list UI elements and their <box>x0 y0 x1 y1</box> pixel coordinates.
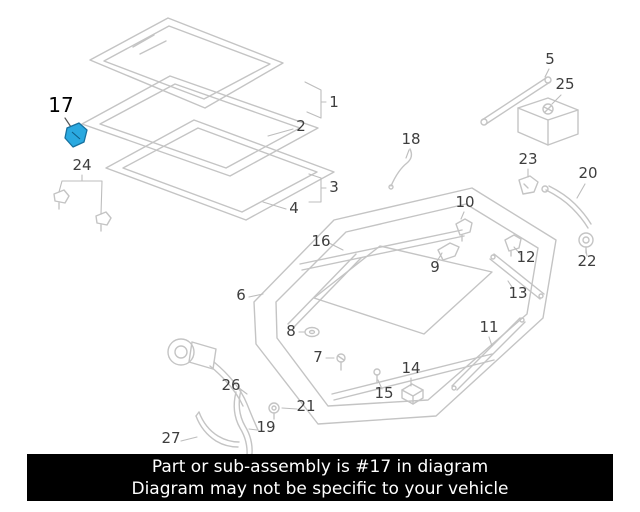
part-label-22[interactable]: 22 <box>577 252 596 270</box>
part-label-12[interactable]: 12 <box>516 248 535 266</box>
part-18-hook-wire-drawing <box>388 148 413 190</box>
part-20-drain-hose-drawing <box>541 185 592 229</box>
part-label-23[interactable]: 23 <box>518 150 537 168</box>
part-14-block-drawing <box>401 383 424 405</box>
part-label-10[interactable]: 10 <box>455 193 474 211</box>
part-label-13[interactable]: 13 <box>508 284 527 302</box>
part-label-11[interactable]: 11 <box>479 318 498 336</box>
sunshade-drawing <box>105 119 335 221</box>
part-label-7[interactable]: 7 <box>313 348 323 366</box>
highlighted-part-17[interactable] <box>64 122 88 148</box>
part-label-1[interactable]: 1 <box>329 93 339 111</box>
part-label-20[interactable]: 20 <box>578 164 597 182</box>
leader-lines <box>58 68 588 442</box>
leader-line-part-17 <box>64 117 72 128</box>
part-label-8[interactable]: 8 <box>286 322 296 340</box>
part-11-rail-drawing <box>451 317 526 391</box>
part-label-19[interactable]: 19 <box>256 418 275 436</box>
glass-panel-drawing <box>89 17 284 109</box>
part-label-4[interactable]: 4 <box>289 199 299 217</box>
part-label-24[interactable]: 24 <box>72 156 91 174</box>
part-label-9[interactable]: 9 <box>430 258 440 276</box>
part-label-17[interactable]: 17 <box>48 93 73 117</box>
part-23-clip-drawing <box>518 175 539 195</box>
part-label-27[interactable]: 27 <box>161 429 180 447</box>
part-10-clip-drawing <box>455 218 473 242</box>
part-26-motor-drawing <box>167 338 259 431</box>
part-label-18[interactable]: 18 <box>401 130 420 148</box>
part-label-14[interactable]: 14 <box>401 359 420 377</box>
part-label-2[interactable]: 2 <box>296 117 306 135</box>
part-label-25[interactable]: 25 <box>555 75 574 93</box>
part-9-guide-drawing <box>437 242 460 261</box>
part-25-module-box-drawing <box>517 97 579 146</box>
part-19-drain-hose-drawing <box>233 389 253 457</box>
part-labels: 17 1 2 3 4 5 6 7 8 9 10 11 12 13 14 15 1… <box>48 50 597 447</box>
part-7-screw-drawing <box>336 353 346 371</box>
banner: Part or sub-assembly is #17 in diagram D… <box>27 454 613 501</box>
part-label-26[interactable]: 26 <box>221 376 240 394</box>
part-label-15[interactable]: 15 <box>374 384 393 402</box>
part-label-6[interactable]: 6 <box>236 286 246 304</box>
part-label-3[interactable]: 3 <box>329 178 339 196</box>
part-12-clip-drawing <box>504 234 522 257</box>
part-24-clips-drawing <box>53 189 112 232</box>
part-label-16[interactable]: 16 <box>311 232 330 250</box>
highlighted-part-17-detail <box>71 131 81 140</box>
part-27-drain-hose-drawing <box>195 411 240 448</box>
frame-assembly-drawing <box>253 187 557 425</box>
banner-line-1: Part or sub-assembly is #17 in diagram <box>151 456 489 477</box>
banner-line-2: Diagram may not be specific to your vehi… <box>131 478 509 499</box>
part-label-21[interactable]: 21 <box>296 397 315 415</box>
seal-frame-drawing <box>81 75 319 177</box>
part-15-pin-drawing <box>373 368 381 384</box>
part-21-grommet-drawing <box>268 402 280 420</box>
diagram-linework <box>53 17 594 457</box>
part-13-rail-drawing <box>489 253 545 300</box>
part-label-5[interactable]: 5 <box>545 50 555 68</box>
part-8-washer-drawing <box>304 326 320 338</box>
part-5-rod-drawing <box>480 76 552 126</box>
